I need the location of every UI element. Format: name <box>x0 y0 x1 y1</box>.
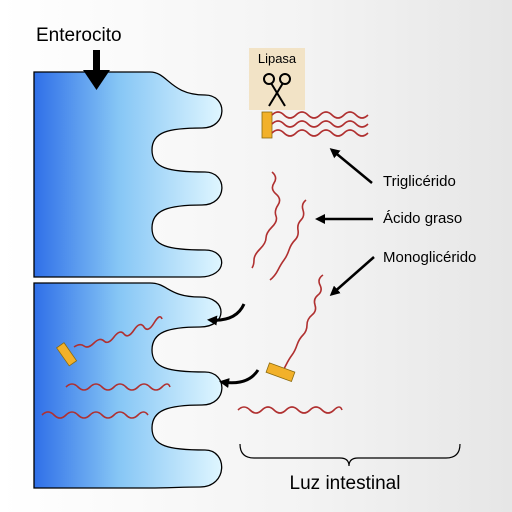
down-arrow-icon <box>83 50 110 90</box>
lower-enterocyte <box>33 282 223 489</box>
lipase-box <box>249 48 305 110</box>
triglyceride-pointer-arrow <box>329 148 373 184</box>
fatty-acid-chain <box>237 406 343 414</box>
monoglyceride-label: Monoglicérido <box>383 249 476 266</box>
monoglyceride-pointer-arrow <box>329 256 375 296</box>
absorption-arrow <box>219 369 260 389</box>
resynthesized-monoglyceride <box>56 315 163 367</box>
enterocyte-label: Enterocito <box>36 25 122 46</box>
fatty-acid-chain <box>65 383 171 391</box>
fatty-acid-chain <box>269 199 307 281</box>
triglyceride-label: Triglicérido <box>383 173 456 190</box>
lipase-label: Lipasa <box>258 51 297 66</box>
fatty-acid-chain <box>251 171 281 269</box>
lumen-brace <box>239 443 461 467</box>
scissors-icon <box>263 73 291 107</box>
upper-enterocyte <box>33 71 223 278</box>
lumen-label: Luz intestinal <box>290 473 401 494</box>
fatty-acid-chain <box>41 411 149 419</box>
absorption-arrow <box>207 303 246 326</box>
fatty-acid-label: Ácido graso <box>383 210 462 227</box>
monoglyceride-molecule <box>265 274 324 382</box>
triglyceride-molecule <box>261 111 369 139</box>
